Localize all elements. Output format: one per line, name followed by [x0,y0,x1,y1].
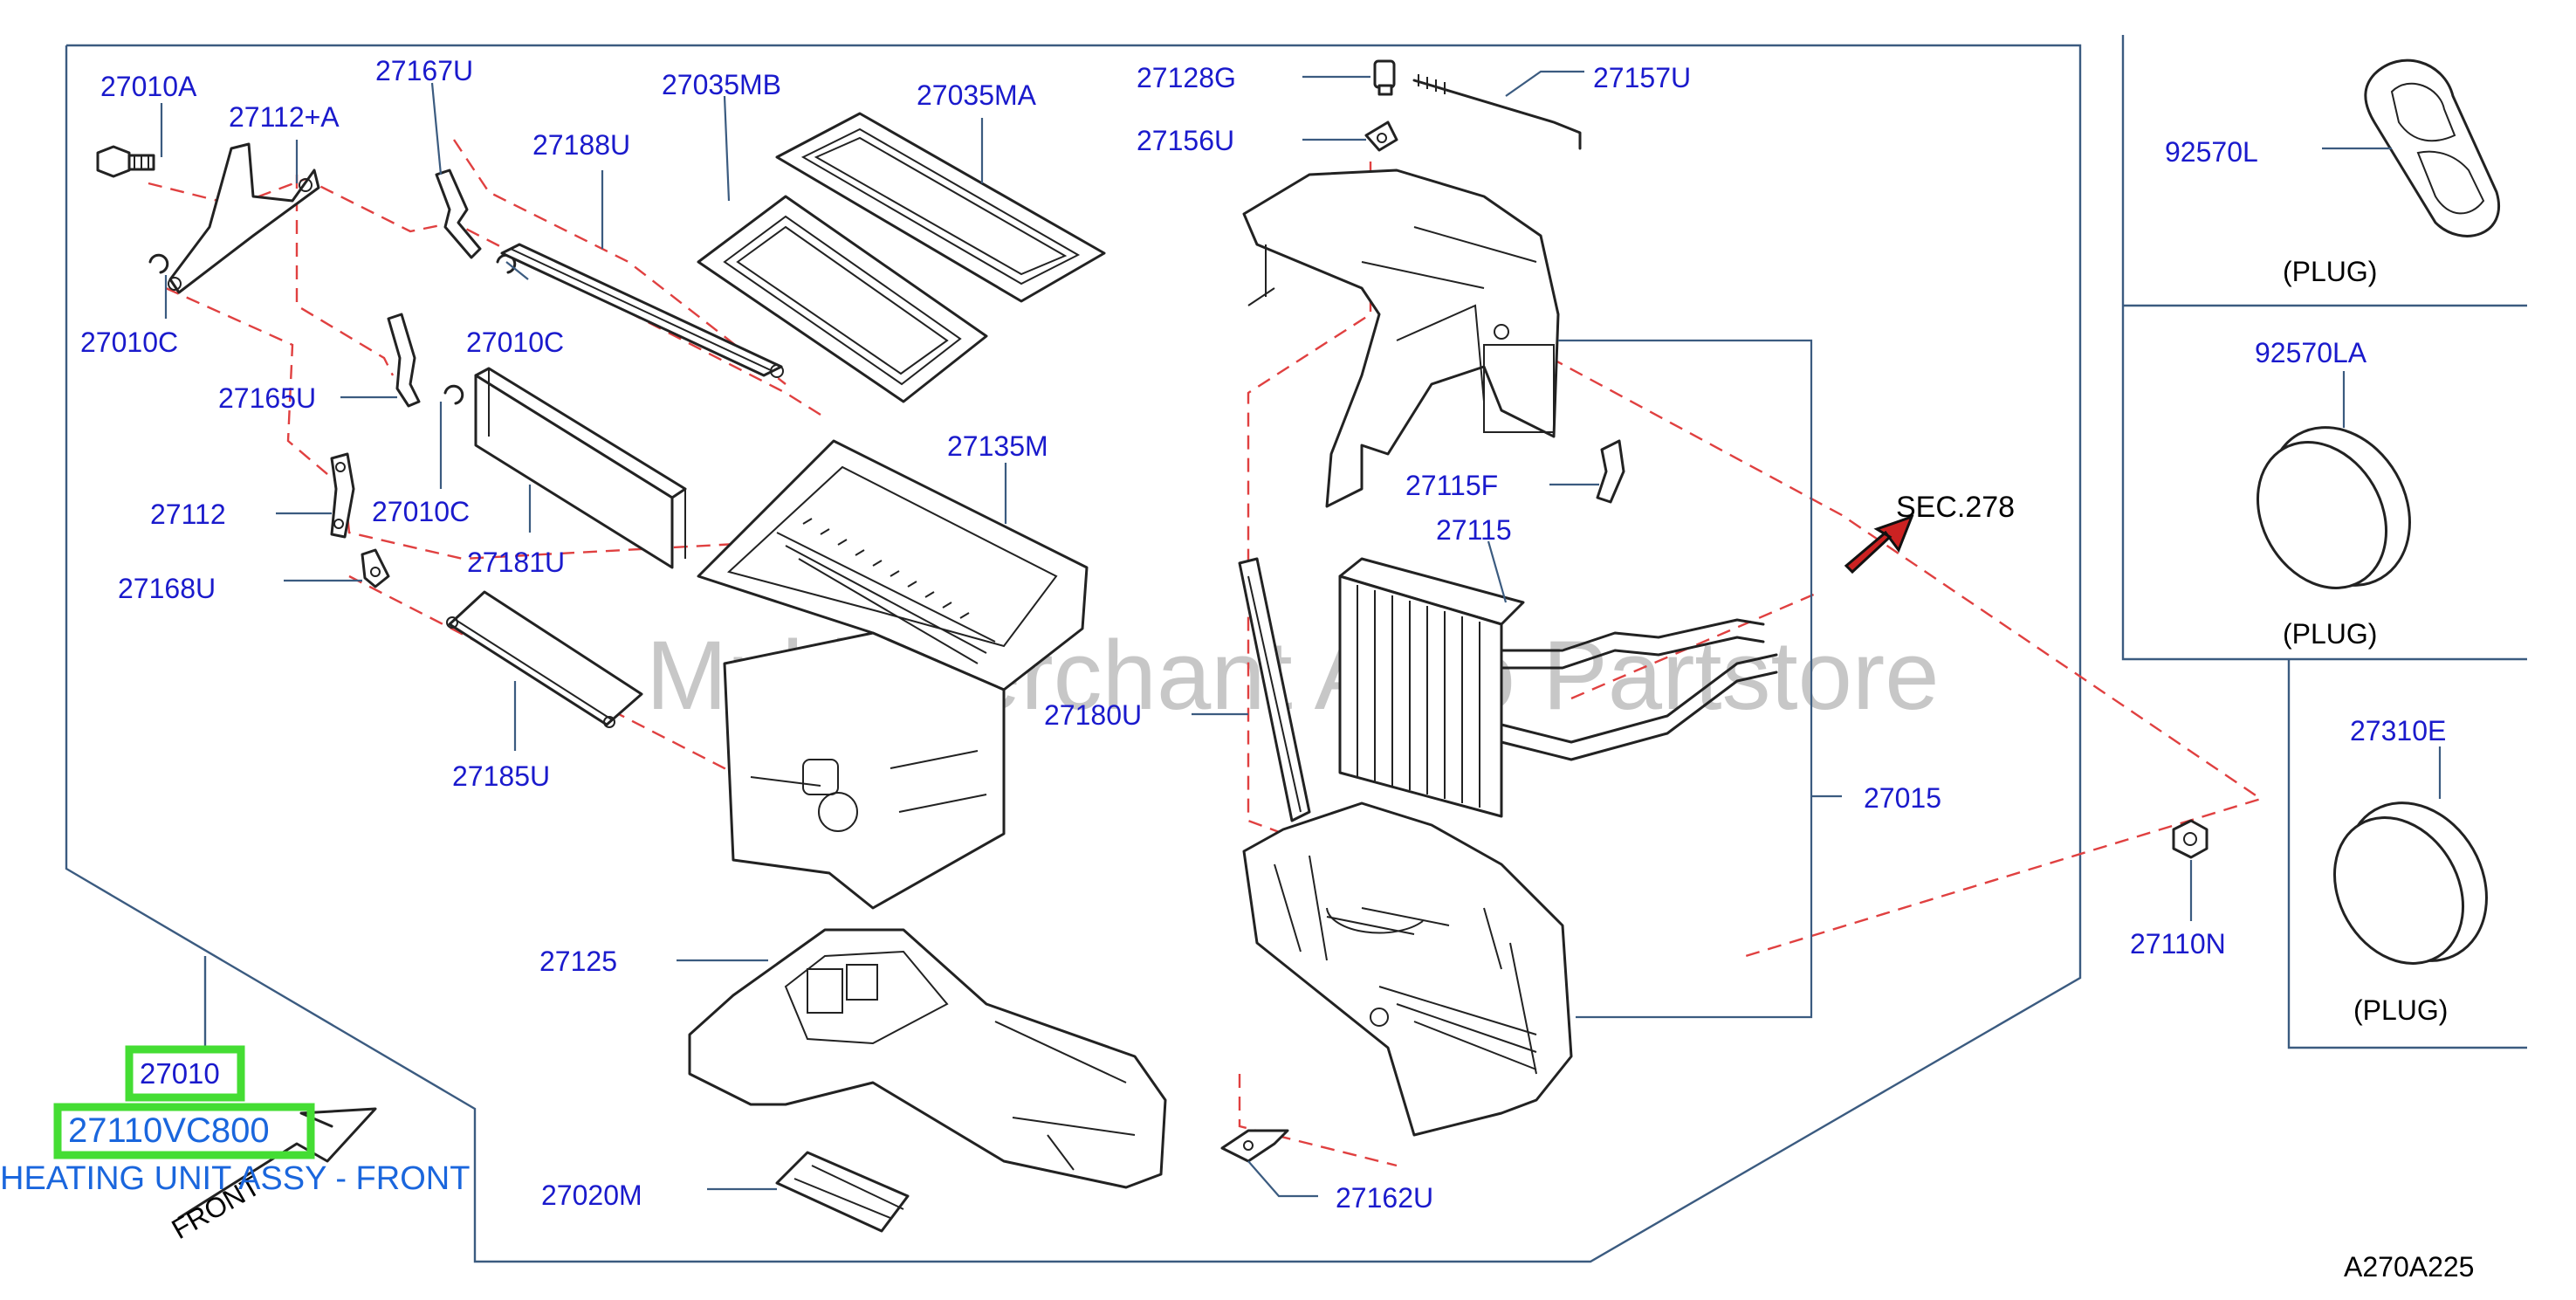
sensor-27157U[interactable] [1412,74,1582,150]
bracket-27112A[interactable] [168,142,320,294]
bracket-27112[interactable] [330,452,355,539]
highlight-part-number[interactable]: 27010 [140,1057,220,1090]
label-27310E[interactable]: 27310E [2350,715,2446,746]
label-27135M[interactable]: 27135M [947,430,1048,462]
grille-27020M[interactable] [775,1151,910,1233]
door-27188U[interactable] [500,243,784,378]
label-27110N[interactable]: 27110N [2130,928,2226,960]
label-27112[interactable]: 27112 [150,499,226,530]
diagram-code: A270A225 [2344,1251,2474,1283]
highlight-part-code[interactable]: 27110VC800 [68,1111,270,1150]
nut-27110N[interactable] [2172,819,2208,859]
highlight-box-part-code [53,1103,315,1159]
link-27168U[interactable] [361,548,390,588]
label-27162U[interactable]: 27162U [1336,1182,1433,1214]
plug-label-2: (PLUG) [2283,618,2377,650]
duct-27125[interactable] [688,928,1167,1189]
label-27020M[interactable]: 27020M [541,1180,642,1211]
label-27010C-3[interactable]: 27010C [372,496,470,527]
leader-lines [160,70,2442,1198]
lever-27167U[interactable] [435,169,482,259]
label-27010C-2[interactable]: 27010C [466,327,564,358]
connector-27128G[interactable] [1373,59,1396,96]
highlighted-assembly[interactable]: 27010 27110VC800 HEATING UNIT ASSY - FRO… [0,1045,470,1197]
clip-27010C-3[interactable] [443,384,464,405]
label-27015[interactable]: 27015 [1864,782,1941,814]
filter-27035MB[interactable] [697,195,988,403]
clip-27156U[interactable] [1364,120,1398,152]
label-27010A[interactable]: 27010A [100,71,197,102]
label-27035MB[interactable]: 27035MB [662,69,781,100]
case-lower[interactable] [1242,801,1573,1137]
label-27157U[interactable]: 27157U [1593,62,1691,93]
label-27156U[interactable]: 27156U [1137,125,1234,156]
label-27010C-1[interactable]: 27010C [80,327,178,358]
lever-27165U[interactable] [387,313,421,408]
case-upper[interactable] [1242,169,1560,508]
panel-27180U[interactable] [1238,557,1311,822]
label-92570L[interactable]: 92570L [2165,136,2258,168]
label-27168U[interactable]: 27168U [118,573,216,604]
part-labels: 27010A 27112+A 27167U 27035MB 27035MA 27… [80,55,2474,1283]
plug-27310E[interactable] [2309,777,2514,987]
bracket-27115F[interactable] [1596,439,1625,504]
label-27185U[interactable]: 27185U [452,760,550,792]
plug-label-1: (PLUG) [2283,256,2377,287]
panel-27181U[interactable] [474,367,687,569]
sec-arrow [1844,514,1914,574]
filter-27185U[interactable] [446,590,643,728]
plug-label-3: (PLUG) [2353,994,2448,1026]
label-27188U[interactable]: 27188U [532,129,630,161]
label-27180U[interactable]: 27180U [1044,699,1142,731]
label-27165U[interactable]: 27165U [218,382,316,414]
label-27115[interactable]: 27115 [1436,514,1512,546]
label-92570LA[interactable]: 92570LA [2255,337,2367,368]
plug-92570L[interactable] [2364,58,2500,237]
filter-27035MA[interactable] [775,112,1106,303]
plug-92570LA[interactable] [2232,402,2437,611]
housing-27135M[interactable] [697,439,1089,910]
label-27125[interactable]: 27125 [539,946,617,977]
label-27128G[interactable]: 27128G [1137,62,1236,93]
plug-panels [2121,35,2527,1049]
label-27115F[interactable]: 27115F [1405,470,1498,501]
highlight-description[interactable]: HEATING UNIT ASSY - FRONT [0,1160,470,1197]
label-27035MA[interactable]: 27035MA [917,79,1037,111]
main-frame [65,44,2082,1263]
label-27167U[interactable]: 27167U [375,55,473,86]
label-27112A[interactable]: 27112+A [229,101,340,133]
heater-core-27115[interactable] [1338,557,1778,818]
label-27181U[interactable]: 27181U [467,547,565,578]
bracket-27162U[interactable] [1220,1129,1289,1163]
bolt-27010A[interactable] [96,145,155,178]
clip-27010C-1[interactable] [148,253,169,274]
highlight-box-part-number [125,1045,245,1102]
sec-ref[interactable]: SEC.278 [1896,491,2015,524]
